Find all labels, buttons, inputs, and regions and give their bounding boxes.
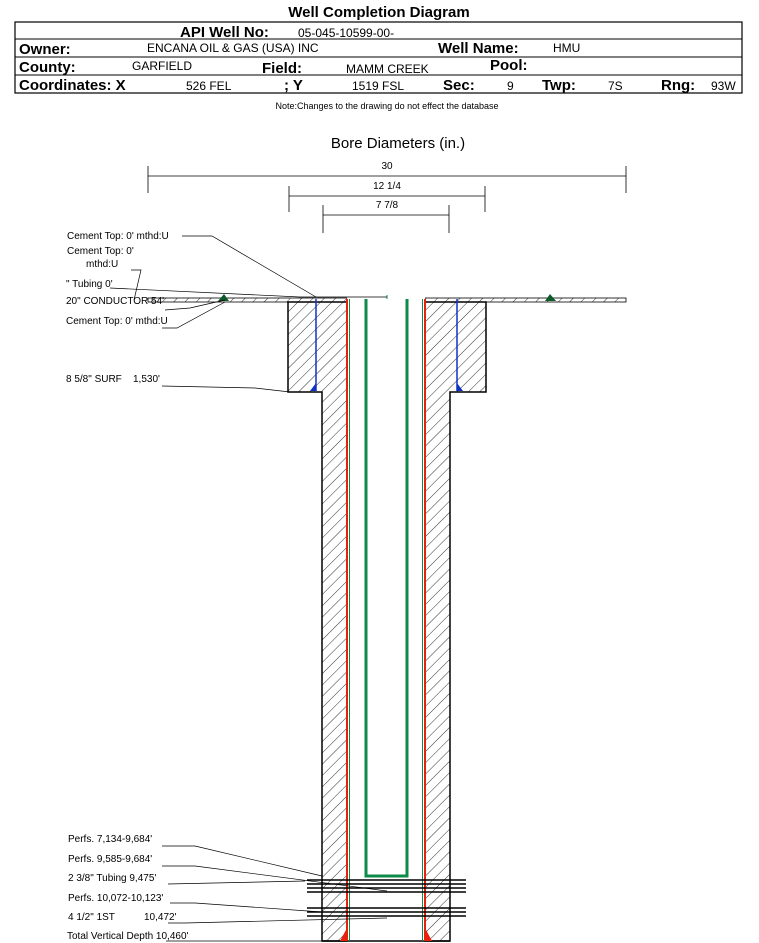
- rng-label: Rng:: [661, 77, 695, 94]
- leader-lines: [109, 235, 388, 942]
- pool-label: Pool:: [490, 57, 528, 74]
- county-label: County:: [19, 59, 76, 76]
- coord-y-label: ; Y: [284, 77, 303, 94]
- production-casing-depth: 10,472': [144, 912, 177, 923]
- dim-30: 30: [381, 161, 393, 172]
- cement-top-label-3: Cement Top: 0' mthd:U: [66, 316, 168, 327]
- cement-top-label-2-method: mthd:U: [86, 259, 118, 270]
- note: Note:Changes to the drawing do not effec…: [276, 101, 499, 111]
- production-casing: [340, 299, 432, 941]
- dimension-lines: [147, 166, 627, 233]
- coord-x-value: 526 FEL: [186, 79, 232, 93]
- perforations: [307, 879, 466, 917]
- perfs-label-3: Perfs. 10,072-10,123': [68, 893, 163, 904]
- total-depth-label: Total Vertical Depth 10,460': [67, 931, 189, 942]
- api-value: 05-045-10599-00-: [298, 26, 394, 40]
- well-name-label: Well Name:: [438, 40, 519, 57]
- surface-casing-label: 8 5/8" SURF: [66, 374, 122, 385]
- surface-casing-depth: 1,530': [133, 374, 160, 385]
- twp-value: 7S: [608, 79, 623, 93]
- annotations: Cement Top: 0' mthd:U Cement Top: 0' mth…: [66, 231, 189, 942]
- wellbore: [287, 301, 487, 942]
- cement-top-label-1: Cement Top: 0' mthd:U: [67, 231, 169, 242]
- cement-top-label-2: Cement Top: 0': [67, 246, 134, 257]
- rng-value: 93W: [711, 79, 736, 93]
- cement-markers: [218, 294, 556, 301]
- page-title: Well Completion Diagram: [288, 4, 469, 21]
- owner-value: ENCANA OIL & GAS (USA) INC: [147, 41, 319, 55]
- field-label: Field:: [262, 60, 302, 77]
- tubing-top-label: " Tubing 0': [66, 279, 113, 290]
- coord-y-value: 1519 FSL: [352, 79, 404, 93]
- owner-label: Owner:: [19, 41, 71, 58]
- coord-x-label: Coordinates: X: [19, 77, 126, 94]
- production-casing-label: 4 1/2" 1ST: [68, 912, 115, 923]
- dim-7-7-8: 7 7/8: [376, 200, 399, 211]
- surface-casing: [310, 299, 463, 391]
- header-table: API Well No: 05-045-10599-00- Owner: ENC…: [14, 21, 743, 94]
- perfs-label-2: Perfs. 9,585-9,684': [68, 854, 152, 865]
- bore-title: Bore Diameters (in.): [331, 135, 465, 152]
- conductor-label: 20" CONDUCTOR 54': [66, 296, 164, 307]
- county-value: GARFIELD: [132, 59, 192, 73]
- api-label: API Well No:: [180, 24, 269, 41]
- sec-label: Sec:: [443, 77, 475, 94]
- dim-12-1-4: 12 1/4: [373, 181, 401, 192]
- perfs-label-1: Perfs. 7,134-9,684': [68, 834, 152, 845]
- well-name-value: HMU: [553, 41, 580, 55]
- tubing-label: 2 3/8" Tubing 9,475': [68, 873, 156, 884]
- sec-value: 9: [507, 79, 514, 93]
- field-value: MAMM CREEK: [346, 62, 429, 76]
- twp-label: Twp:: [542, 77, 576, 94]
